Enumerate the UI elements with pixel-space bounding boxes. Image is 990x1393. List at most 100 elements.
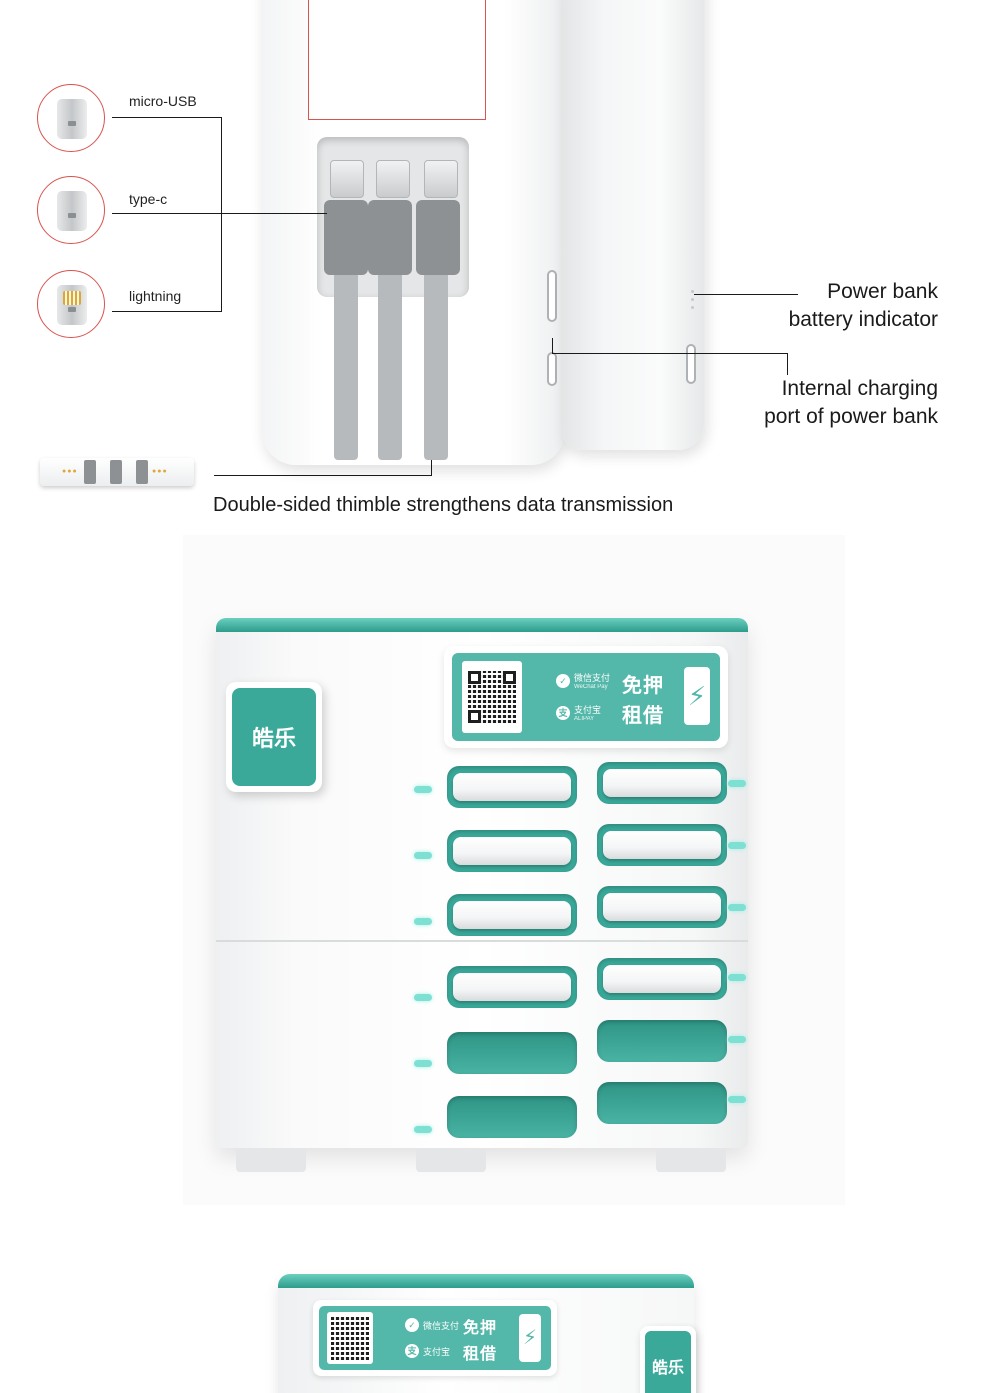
cable-grip xyxy=(416,200,460,275)
battery-bolt-icon: ⚡ xyxy=(519,1314,541,1362)
slot-status-led xyxy=(728,1036,746,1043)
station-seam xyxy=(216,940,748,942)
slot-status-led xyxy=(414,918,432,925)
slot-status-led xyxy=(728,780,746,787)
slot-occupied[interactable] xyxy=(447,966,577,1008)
lightning-plug xyxy=(424,160,458,198)
slot-status-led xyxy=(414,852,432,859)
station-top-trim xyxy=(278,1274,694,1288)
connector-label-micro-usb: micro-USB xyxy=(129,93,197,109)
slot-status-led xyxy=(728,842,746,849)
leader-line xyxy=(552,338,553,354)
label-area xyxy=(308,0,486,120)
battery-indicator-slot xyxy=(547,270,557,322)
micro-usb-icon xyxy=(37,84,105,152)
slot-empty[interactable] xyxy=(597,1020,727,1062)
deposit-free-line1: 免押 xyxy=(463,1318,498,1337)
brand-logo-tile: 皓乐 xyxy=(226,682,322,792)
indicator-led xyxy=(691,306,694,309)
brand-name: 皓乐 xyxy=(651,1358,684,1377)
alipay-icon: 支 xyxy=(405,1344,419,1358)
wechat-pay-icon: ✓ xyxy=(556,673,570,688)
charging-port-slot xyxy=(547,352,557,386)
micro-usb-plug xyxy=(330,160,364,198)
callout-line: Power bank xyxy=(827,280,938,303)
thimble-caption: Double-sided thimble strengthens data tr… xyxy=(213,494,674,516)
slot-occupied[interactable] xyxy=(597,958,727,1000)
slot-occupied[interactable] xyxy=(447,830,577,872)
slot-occupied[interactable] xyxy=(597,762,727,804)
deposit-free-line2: 租借 xyxy=(463,1344,498,1363)
power-bank-side xyxy=(562,0,704,450)
slot-empty[interactable] xyxy=(447,1096,577,1138)
station-foot xyxy=(416,1148,486,1172)
indicator-led xyxy=(691,298,694,301)
leader-line xyxy=(112,311,222,312)
slot-empty[interactable] xyxy=(447,1032,577,1074)
leader-line xyxy=(431,460,432,476)
cable-wire xyxy=(334,270,358,460)
indicator-led xyxy=(691,290,694,293)
slot-occupied[interactable] xyxy=(447,766,577,808)
alipay: 支 支付宝 xyxy=(405,1344,450,1358)
leader-line xyxy=(214,475,432,476)
callout-line: Internal charging xyxy=(781,377,938,400)
cable-wire xyxy=(378,270,402,460)
type-c-icon xyxy=(37,176,105,244)
thimble-connector: ●●● ●●● xyxy=(40,458,194,486)
alipay-label-en: ALIPAY xyxy=(574,716,595,722)
brand-logo-tile-alt: 皓乐 xyxy=(640,1326,696,1393)
station-top-trim xyxy=(216,618,748,632)
side-charging-port xyxy=(686,344,696,384)
slot-status-led xyxy=(728,904,746,911)
slot-occupied[interactable] xyxy=(597,886,727,928)
deposit-free-line1: 免押 xyxy=(622,673,664,697)
battery-indicator-callout: Power bank battery indicator xyxy=(740,278,938,334)
wechat-pay-label: 微信支付 xyxy=(423,1320,460,1331)
wechat-pay-label-en: WeChat Pay xyxy=(574,684,608,690)
charging-port-callout: Internal charging port of power bank xyxy=(720,375,938,431)
qr-code xyxy=(327,1312,373,1364)
leader-line xyxy=(112,117,222,118)
cable-grip xyxy=(324,200,368,275)
alipay-icon: 支 xyxy=(556,705,570,720)
leader-line xyxy=(552,353,788,354)
alipay-label: 支付宝 xyxy=(423,1346,451,1357)
power-bank-detail: micro-USB type-c lightning Power bank ba… xyxy=(0,0,990,530)
leader-line xyxy=(112,213,327,214)
lightning-icon xyxy=(37,270,105,338)
slot-occupied[interactable] xyxy=(597,824,727,866)
payment-ad-panel-alt: ✓ 微信支付 支 支付宝 免押 租借 ⚡ xyxy=(313,1300,557,1376)
qr-code xyxy=(462,661,522,733)
alipay-label: 支付宝 xyxy=(574,705,602,715)
slot-status-led xyxy=(414,1126,432,1133)
slot-status-led xyxy=(414,994,432,1001)
callout-line: port of power bank xyxy=(764,405,938,428)
slot-status-led xyxy=(414,1060,432,1067)
leader-line xyxy=(694,294,798,295)
connector-label-type-c: type-c xyxy=(129,191,168,207)
wechat-pay: ✓ 微信支付 xyxy=(405,1318,459,1332)
cable-grip xyxy=(368,200,412,275)
slot-status-led xyxy=(728,1096,746,1103)
station-foot xyxy=(236,1148,306,1172)
callout-line: battery indicator xyxy=(788,308,938,331)
deposit-free-line2: 租借 xyxy=(622,703,664,727)
type-c-plug xyxy=(376,160,410,198)
power-bank-front xyxy=(262,0,565,465)
slot-status-led xyxy=(414,786,432,793)
slot-empty[interactable] xyxy=(597,1082,727,1124)
brand-name: 皓乐 xyxy=(251,727,296,752)
leader-line xyxy=(221,117,222,312)
station-foot xyxy=(656,1148,726,1172)
cable-wire xyxy=(424,270,448,460)
wechat-pay-icon: ✓ xyxy=(405,1318,419,1332)
slot-status-led xyxy=(728,974,746,981)
wechat-pay-label: 微信支付 xyxy=(574,673,611,683)
slot-occupied[interactable] xyxy=(447,894,577,936)
battery-bolt-icon: ⚡ xyxy=(684,667,710,725)
leader-line xyxy=(787,353,788,375)
